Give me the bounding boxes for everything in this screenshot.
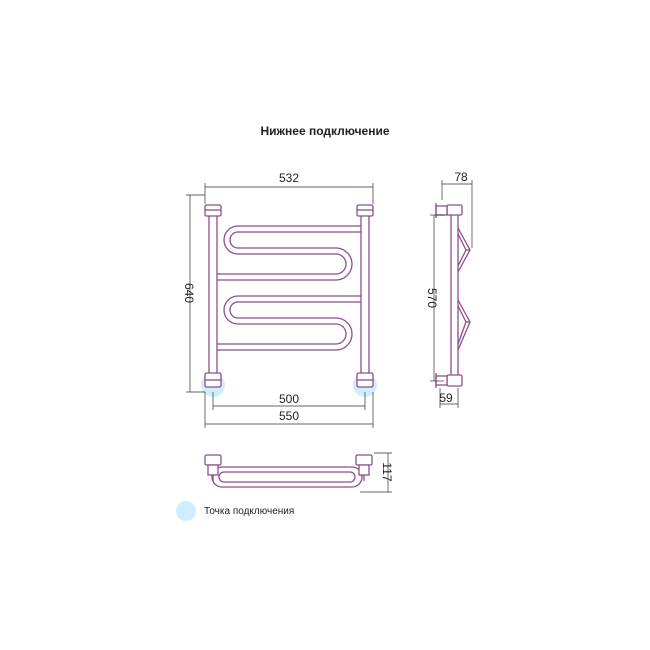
dim-center-distance: 500 [279, 392, 299, 406]
side-view [435, 203, 471, 388]
dim-top-depth: 117 [380, 462, 394, 481]
connection-point-legend-icon [176, 501, 196, 521]
front-view [201, 204, 377, 397]
right-collector [356, 204, 374, 388]
top-dimensions [360, 452, 392, 493]
dim-height: 640 [182, 283, 196, 303]
dim-side-depth: 78 [454, 170, 468, 184]
legend: Точка подключения [176, 500, 294, 522]
left-collector [204, 204, 222, 388]
top-view [204, 454, 373, 488]
front-dimensions [186, 183, 374, 428]
dim-side-bottom-offset: 59 [439, 391, 453, 405]
legend-label: Точка подключения [204, 505, 295, 517]
dim-side-height: 570 [425, 288, 439, 308]
lower-coil [217, 295, 361, 351]
page-title: Нижнее подключение [260, 124, 390, 138]
dim-total-width: 532 [279, 171, 299, 185]
dim-bottom-width: 550 [279, 409, 299, 423]
upper-coil [217, 225, 361, 281]
side-dimensions [430, 180, 473, 408]
